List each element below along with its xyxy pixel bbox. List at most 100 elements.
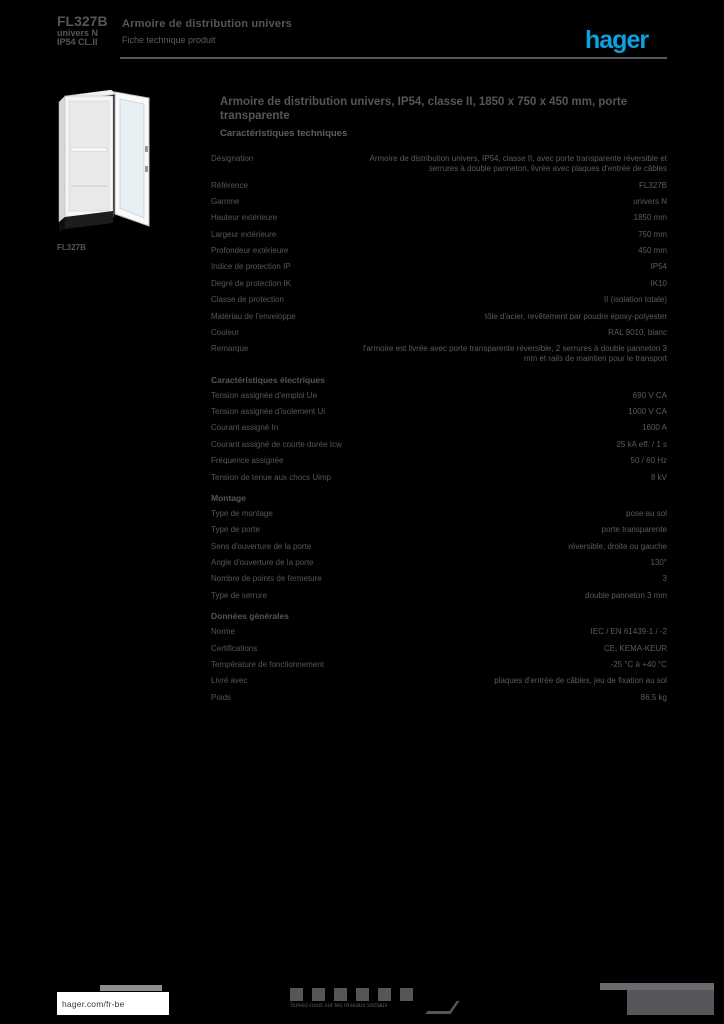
header-subtitle: Fiche technique produit: [122, 35, 216, 45]
website-link[interactable]: hager.com/fr-be: [62, 998, 125, 1009]
spec-label: Matériau de l'enveloppe: [211, 311, 296, 321]
hager-logo: hager: [585, 26, 649, 54]
spec-row: Indice de protection IP IP54: [211, 259, 667, 275]
spec-row: Hauteur extérieure 1850 mm: [211, 210, 667, 226]
photo-caption: FL327B: [57, 243, 86, 252]
spec-label: Remarque: [211, 344, 249, 354]
spec-value: réversible, droite ou gauche: [568, 541, 667, 551]
social-caption: Suivez-nous sur les réseaux sociaux: [290, 1003, 388, 1009]
spec-section-heading: Caractéristiques électriques: [211, 374, 325, 385]
spec-value: 50 / 60 Hz: [630, 456, 667, 466]
spec-label: Référence: [211, 180, 248, 190]
spec-value: double panneton 3 mm: [585, 590, 667, 600]
spec-value: 750 mm: [638, 229, 667, 239]
spec-value: 1850 mm: [633, 213, 667, 223]
spec-row: Tension assignée d'isolement Ui 1000 V CA: [211, 404, 667, 420]
spec-label: Type de porte: [211, 525, 260, 535]
spec-row: Température de fonctionnement -25 °C à +4…: [211, 657, 667, 673]
spec-label: Désignation: [211, 154, 254, 164]
header-reference-block: FL327B univers N IP54 CL.II: [57, 14, 119, 48]
header-title: Armoire de distribution univers: [122, 18, 293, 30]
spec-value: 86,5 kg: [640, 692, 667, 702]
spec-label: Classe de protection: [211, 295, 284, 305]
spec-value: FL327B: [638, 180, 667, 190]
spec-value: Armoire de distribution univers, IP54, c…: [369, 154, 667, 174]
spec-label: Nombre de points de fermeture: [211, 574, 322, 584]
spec-value: pose au sol: [626, 508, 667, 518]
spec-value: porte transparente: [601, 525, 667, 535]
spec-label: Norme: [211, 627, 236, 637]
footer-right-box: [627, 990, 714, 1015]
header-divider: [120, 57, 667, 59]
spec-row: Certifications CE, KEMA-KEUR: [211, 640, 667, 656]
spec-value: 1000 V CA: [628, 407, 667, 417]
spec-label: Courant assigné de courte durée Icw: [211, 439, 342, 449]
specs-section-label: Caractéristiques techniques: [220, 128, 348, 139]
pinterest-icon[interactable]: [400, 988, 413, 1001]
website-box[interactable]: hager.com/fr-be: [57, 992, 169, 1015]
youtube-icon[interactable]: [356, 988, 369, 1001]
enclosure-illustration: [58, 89, 150, 233]
spec-label: Sens d'ouverture de la porte: [211, 541, 312, 551]
spec-value: 690 V CA: [632, 390, 667, 400]
spec-value: IP54: [650, 262, 667, 272]
product-rating: IP54 CL.II: [57, 37, 98, 48]
product-series: univers N: [57, 27, 99, 38]
spec-value: 3: [662, 574, 667, 584]
spec-row: Matériau de l'enveloppe tôle d'acier, rev…: [211, 308, 667, 324]
spec-label: Livré avec: [211, 676, 248, 686]
spec-label: Tension assignée d'isolement Ui: [211, 407, 326, 417]
spec-table: Désignation Armoire de distribution unive…: [211, 151, 667, 706]
product-title: Armoire de distribution univers, IP54, c…: [220, 96, 628, 123]
spec-value: 25 kA eff. / 1 s: [616, 439, 667, 449]
spec-row: Type de montage pose au sol: [211, 506, 667, 522]
spec-value: IK10: [650, 278, 667, 288]
spec-value: 450 mm: [638, 246, 667, 256]
spec-row: Norme IEC / EN 61439-1 / -2: [211, 624, 667, 640]
spec-row: Référence FL327B: [211, 177, 667, 193]
spec-value: RAL 9010, blanc: [608, 327, 667, 337]
spec-label: Angle d'ouverture de la porte: [211, 558, 314, 568]
spec-row: Type de porte porte transparente: [211, 522, 667, 538]
spec-row: Remarque l'armoire est livrée avec porte …: [211, 341, 667, 367]
spec-value: plaques d'entrée de câbles, jeu de fixat…: [494, 676, 667, 686]
spec-label: Certifications: [211, 643, 258, 653]
spec-row: Type de serrure double panneton 3 mm: [211, 588, 667, 604]
spec-row: Couleur RAL 9010, blanc: [211, 325, 667, 341]
spec-label: Indice de protection IP: [211, 262, 291, 272]
header-titles: Armoire de distribution univers Fiche te…: [122, 18, 292, 45]
spec-value: tôle d'acier, revêtement par poudre épox…: [484, 311, 667, 321]
spec-row: Désignation Armoire de distribution unive…: [211, 151, 667, 177]
spec-label: Température de fonctionnement: [211, 659, 324, 669]
spec-value: 130°: [650, 558, 667, 568]
spec-value: -25 °C à +40 °C: [610, 659, 667, 669]
spec-value: l'armoire est livrée avec porte transpar…: [363, 344, 667, 364]
spec-label: Hauteur extérieure: [211, 213, 278, 223]
spec-row: Livré avec plaques d'entrée de câbles, je…: [211, 673, 667, 689]
spec-label: Type de montage: [211, 508, 273, 518]
spec-section-heading: Données générales: [211, 611, 289, 621]
spec-value: CE, KEMA-KEUR: [603, 643, 667, 653]
footer-right-bar: [600, 983, 714, 990]
spec-value: IEC / EN 61439-1 / -2: [590, 627, 667, 637]
linkedin-icon[interactable]: [334, 988, 347, 1001]
facebook-icon[interactable]: [290, 988, 303, 1001]
instagram-icon[interactable]: [378, 988, 391, 1001]
spec-value: 8 kV: [650, 472, 667, 482]
spec-row: Sens d'ouverture de la porte réversible, …: [211, 539, 667, 555]
spec-row: Poids 86,5 kg: [211, 690, 667, 706]
spec-row: Fréquence assignée 50 / 60 Hz: [211, 453, 667, 469]
spec-label: Poids: [211, 692, 232, 702]
spec-label: Courant assigné In: [211, 423, 279, 433]
spec-label: Tension assignée d'emploi Ue: [211, 390, 318, 400]
social-block: Suivez-nous sur les réseaux sociaux: [290, 988, 480, 1009]
spec-label: Fréquence assignée: [211, 456, 284, 466]
twitter-icon[interactable]: [312, 988, 325, 1001]
product-photo: [57, 86, 157, 238]
spec-label: Type de serrure: [211, 590, 268, 600]
spec-label: Couleur: [211, 327, 240, 337]
